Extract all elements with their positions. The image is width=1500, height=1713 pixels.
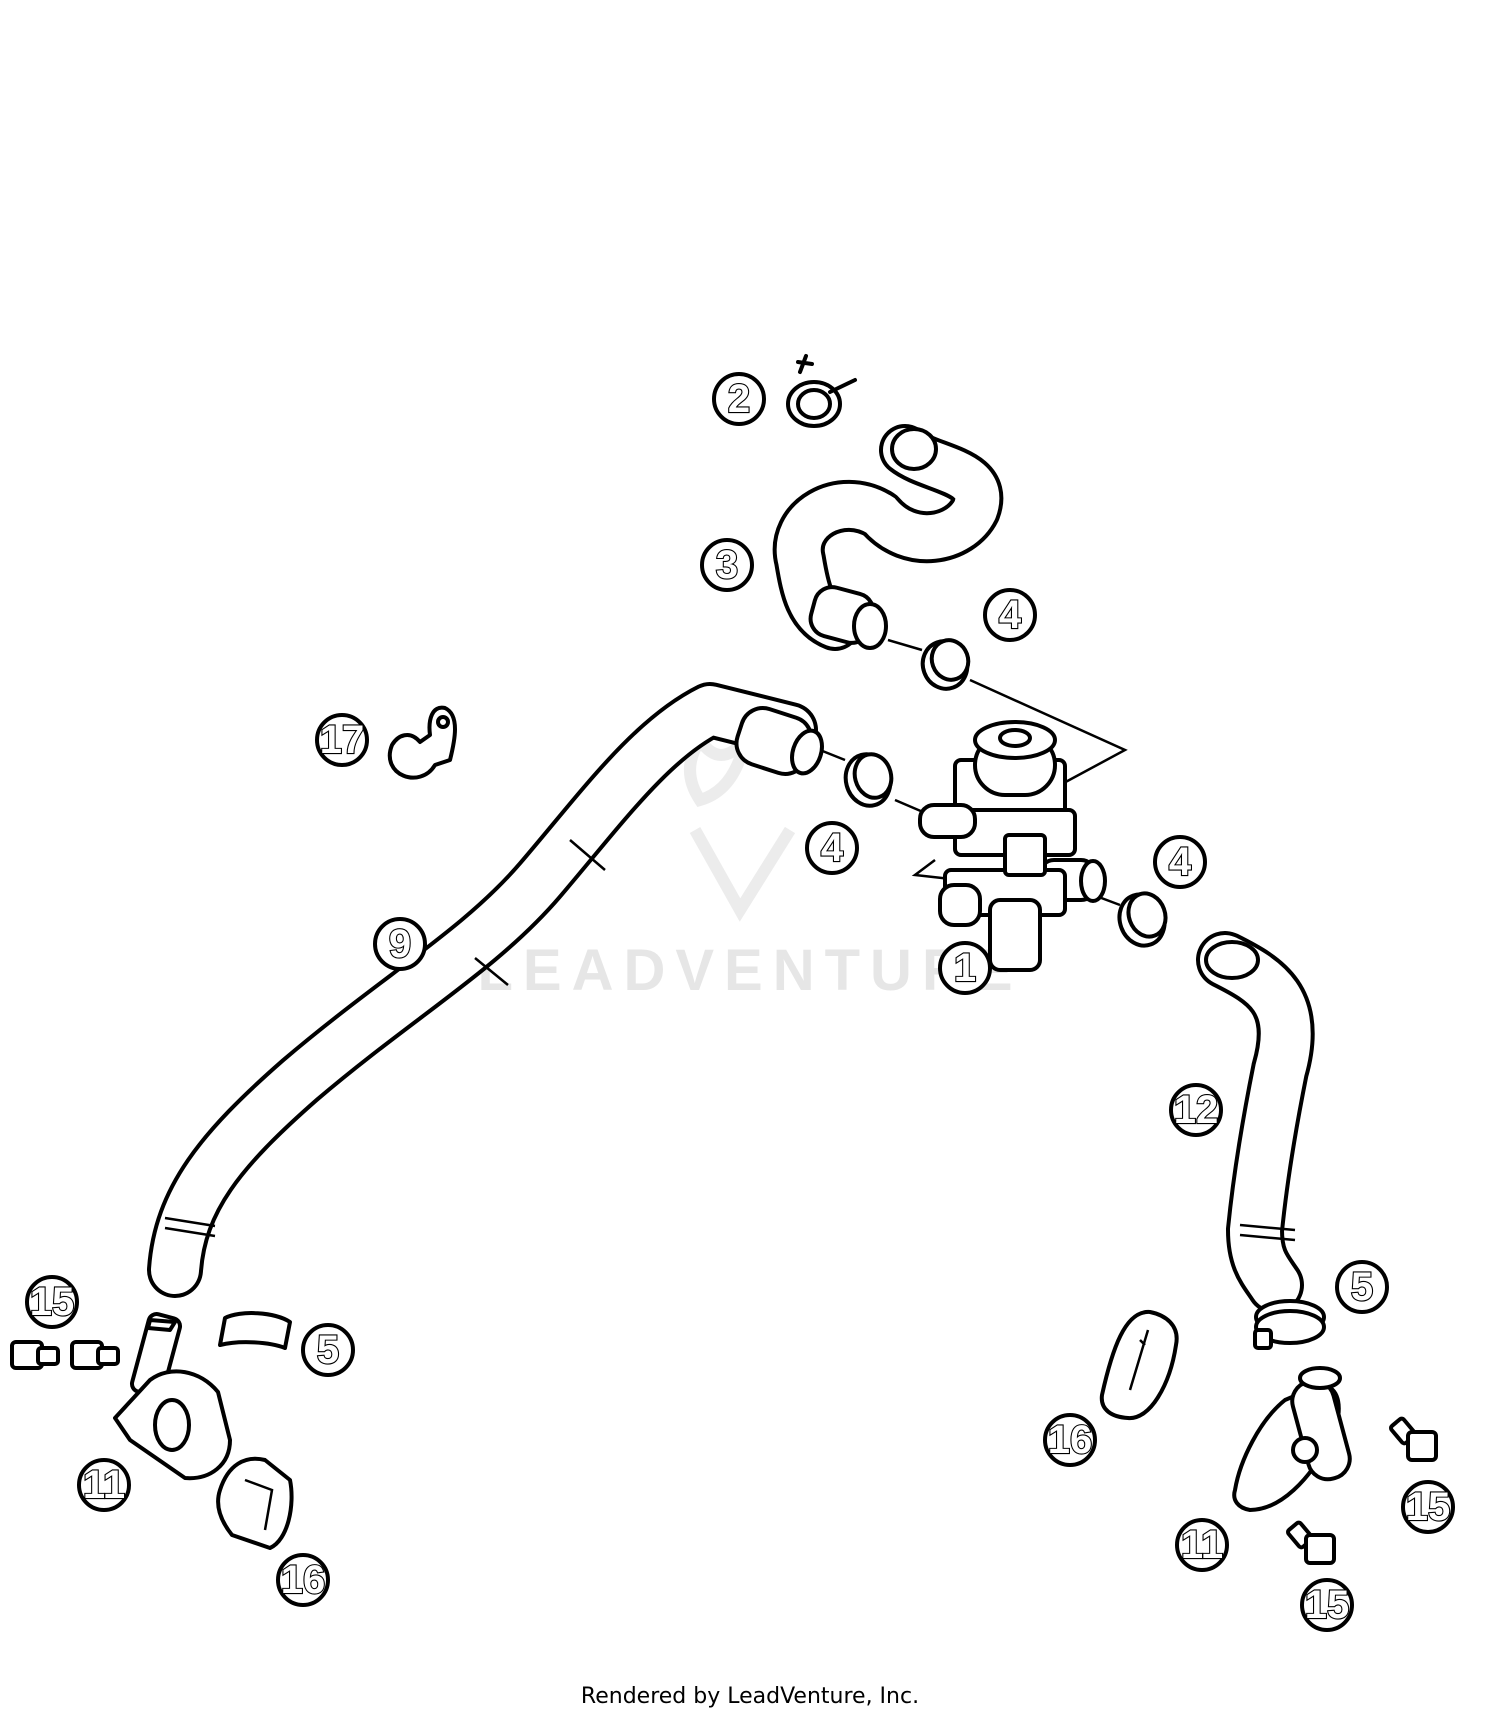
callout-4-upper: 4	[983, 588, 1037, 642]
reed-cover-left	[113, 1312, 232, 1481]
callout-4-middle: 4	[805, 821, 859, 875]
hose-clamp-right	[1253, 1299, 1326, 1350]
curved-hose-part	[772, 424, 1004, 651]
callout-3: 3	[700, 538, 754, 592]
callout-16-left: 16	[276, 1553, 330, 1607]
callout-15-left-label: 15	[30, 1280, 75, 1324]
callout-11-left: 11	[77, 1458, 131, 1512]
band-clamp-upper	[920, 638, 971, 691]
reed-cover-right	[1232, 1366, 1352, 1512]
callout-2-label: 2	[728, 377, 750, 421]
callout-16-right: 16	[1043, 1413, 1097, 1467]
callout-4-upper-label: 4	[999, 593, 1022, 637]
long-hose-part	[147, 682, 824, 1298]
bolt-left-2	[70, 1340, 120, 1370]
reed-right	[1099, 1309, 1179, 1421]
band-clamp-middle	[843, 752, 894, 808]
right-hose-part	[1196, 931, 1315, 1314]
callout-5-left-label: 5	[317, 1328, 339, 1372]
spring-clamp-part	[786, 354, 857, 428]
callout-15-left: 15	[25, 1275, 79, 1329]
callout-1-label: 1	[954, 946, 976, 990]
reed-left	[216, 1456, 294, 1550]
callout-1: 1	[938, 941, 992, 995]
callout-4-right: 4	[1153, 835, 1207, 889]
callout-11-right: 11	[1175, 1518, 1229, 1572]
bolt-right-1	[1389, 1416, 1438, 1462]
callout-11-left-label: 11	[83, 1463, 125, 1507]
callout-15-right-lower-label: 15	[1305, 1583, 1350, 1627]
callout-5-left: 5	[301, 1323, 355, 1377]
bolt-right-2	[1286, 1520, 1336, 1565]
bracket-clip-part	[387, 705, 457, 780]
valve-part	[918, 720, 1107, 972]
callout-16-left-label: 16	[281, 1558, 326, 1602]
callout-17-label: 17	[320, 718, 365, 762]
callout-3-label: 3	[716, 543, 738, 587]
callout-16-right-label: 16	[1048, 1418, 1093, 1462]
callout-4-right-label: 4	[1169, 840, 1192, 884]
callout-2: 2	[712, 372, 766, 426]
watermark: LEADVENTURE	[477, 729, 1022, 1003]
band-clamp-right	[1117, 891, 1168, 948]
callout-11-right-label: 11	[1181, 1523, 1223, 1567]
callout-15-right-upper-label: 15	[1406, 1485, 1451, 1529]
callout-9: 9	[373, 917, 427, 971]
render-credit: Rendered by LeadVenture, Inc.	[581, 1684, 919, 1709]
callout-12: 12	[1169, 1083, 1223, 1137]
callout-15-right-lower: 15	[1300, 1578, 1354, 1632]
callout-4-middle-label: 4	[821, 826, 844, 870]
callout-5-right-label: 5	[1351, 1265, 1373, 1309]
callout-9-label: 9	[389, 922, 411, 966]
callout-17: 17	[315, 713, 369, 767]
watermark-text: LEADVENTURE	[477, 938, 1022, 1003]
bolt-left-1	[10, 1340, 60, 1370]
callout-5-right: 5	[1335, 1260, 1389, 1314]
callout-15-right-upper: 15	[1401, 1480, 1455, 1534]
hose-clamp-left	[218, 1311, 292, 1350]
callout-12-label: 12	[1174, 1088, 1219, 1132]
